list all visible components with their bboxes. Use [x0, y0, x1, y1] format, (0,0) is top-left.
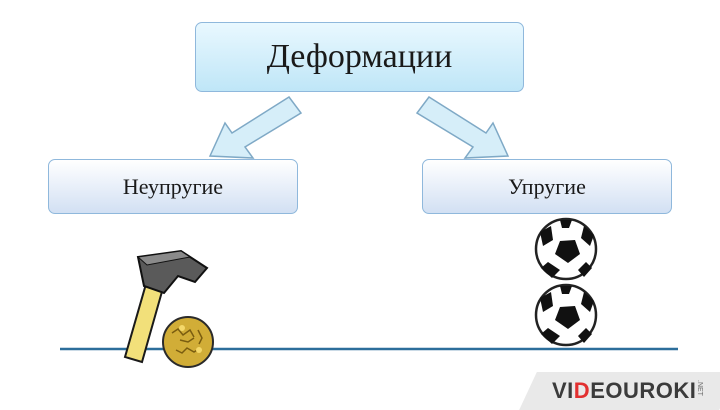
brand-logo-part: EOUROKI — [590, 378, 697, 403]
soccer-ball-icon — [534, 283, 598, 347]
crumpled-ball-icon — [162, 316, 214, 368]
branch-node-elastic: Упругие — [422, 159, 672, 214]
arrow-right — [415, 95, 510, 159]
hammer-icon — [123, 249, 209, 364]
root-node-label: Деформации — [266, 38, 453, 75]
branch-node-inelastic: Неупругие — [48, 159, 298, 214]
arrow-left — [208, 95, 303, 159]
soccer-ball-icon — [534, 217, 598, 281]
brand-logo-highlight: D — [573, 378, 591, 403]
branch-node-label: Упругие — [508, 173, 586, 199]
root-node: Деформации — [195, 22, 524, 92]
brand-logo-part: VI — [552, 378, 574, 403]
branch-node-label: Неупругие — [122, 173, 224, 199]
brand-logo: VIDEOUROKI — [552, 377, 696, 405]
brand-logo-suffix: .NET — [696, 380, 703, 396]
